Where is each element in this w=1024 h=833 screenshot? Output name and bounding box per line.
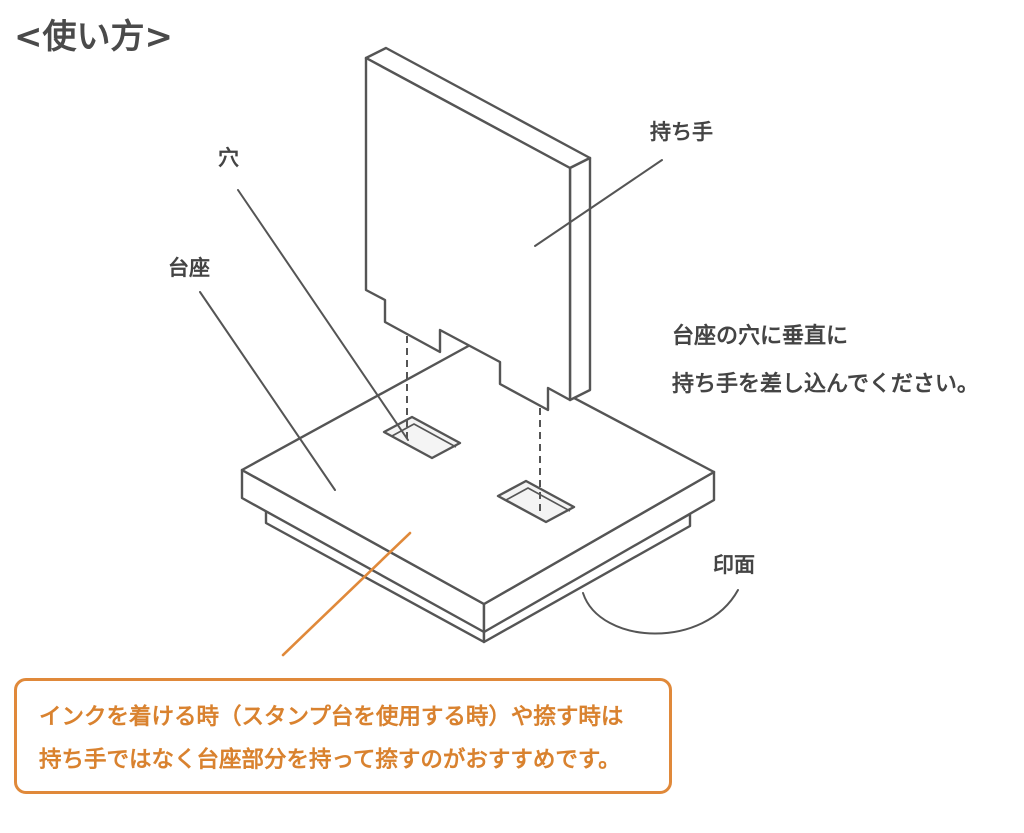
label-base: 台座 [168,256,210,280]
handle-front-face [364,56,572,412]
label-hole: 穴 [218,146,239,170]
leader-hole [237,189,409,441]
hole-left-depth [391,423,457,448]
note-line-1: インクを着ける時（スタンプ台を使用する時）や捺す時は [39,704,624,730]
handle-right-side [568,156,592,402]
page-title: <使い方> [14,17,173,57]
note-box: インクを着ける時（スタンプ台を使用する時）や捺す時は 持ち手ではなく台座部分を持… [14,678,672,794]
hole-right [496,479,576,524]
base-top-face [240,342,716,606]
leader-handle [534,159,663,247]
note-line-2: 持ち手ではなく台座部分を持って捺すのがおすすめです。 [39,747,621,773]
leader-print-face [582,589,739,635]
leader-note [281,531,412,657]
instruction-line-2: 持ち手を差し込んでください。 [672,372,979,397]
leader-base [199,291,336,491]
instruction-line-1: 台座の穴に垂直に [672,324,849,349]
label-print-face: 印面 [713,553,755,577]
hole-right-depth [505,487,571,512]
hole-left [382,415,462,460]
label-handle: 持ち手 [650,120,713,144]
